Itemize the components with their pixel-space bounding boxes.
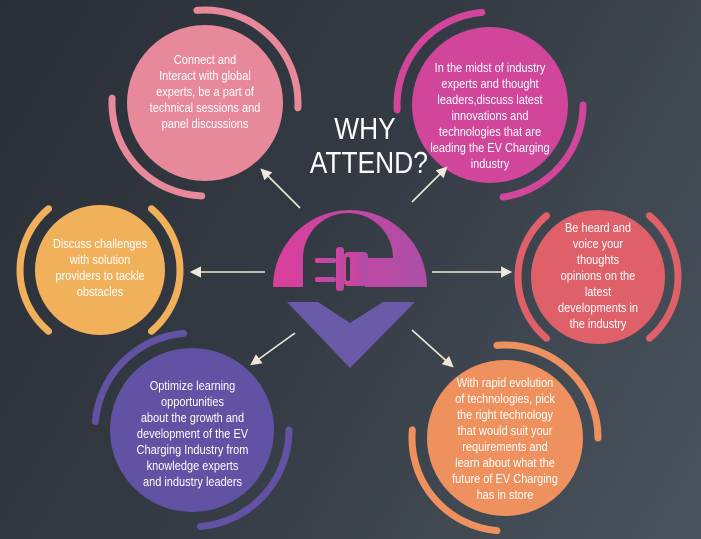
circle-challenges	[35, 205, 165, 335]
decorative-arc-optimize-learning-1	[91, 329, 188, 426]
circle-text-technology: With rapid evolution of technologies, pi…	[452, 376, 558, 502]
why-attend-title: WHY ATTEND?	[309, 111, 428, 180]
circle-technology	[427, 360, 583, 516]
circle-optimize-learning	[110, 348, 274, 512]
circle-connect	[127, 25, 283, 181]
circle-innovations	[412, 27, 568, 183]
decorative-arc-optimize-learning-2	[196, 426, 293, 531]
decorative-arc-be-heard-2	[645, 212, 682, 342]
circle-text-be-heard: Be heard and voice your thoughts opinion…	[557, 221, 639, 331]
circle-text-connect: Connect and Interact with global experts…	[149, 53, 261, 131]
decorative-arc-technology-2	[408, 426, 501, 535]
ev-plug-logo-icon	[273, 210, 427, 368]
decorative-arc-connect-1	[193, 6, 302, 112]
circle-text-challenges: Discuss challenges with solution provide…	[52, 237, 148, 299]
arrow-down-left	[250, 332, 296, 366]
circle-text-optimize-learning: Optimize learning opportunities about th…	[136, 379, 249, 489]
decorative-arc-technology-1	[493, 341, 602, 442]
decorative-arc-connect-2	[108, 94, 206, 200]
circle-be-heard	[531, 210, 665, 344]
arrow-up-left	[260, 168, 301, 209]
circle-text-innovations: In the midst of industry experts and tho…	[430, 61, 550, 171]
arrow-down-right	[411, 329, 454, 368]
decorative-arc-be-heard-1	[514, 212, 551, 342]
decorative-arc-innovations-1	[393, 8, 486, 114]
decorative-arc-innovations-2	[499, 101, 587, 201]
decorative-arc-challenges-1	[16, 205, 53, 335]
decorative-arc-challenges-2	[147, 205, 184, 335]
arrow-up-right	[411, 166, 448, 203]
